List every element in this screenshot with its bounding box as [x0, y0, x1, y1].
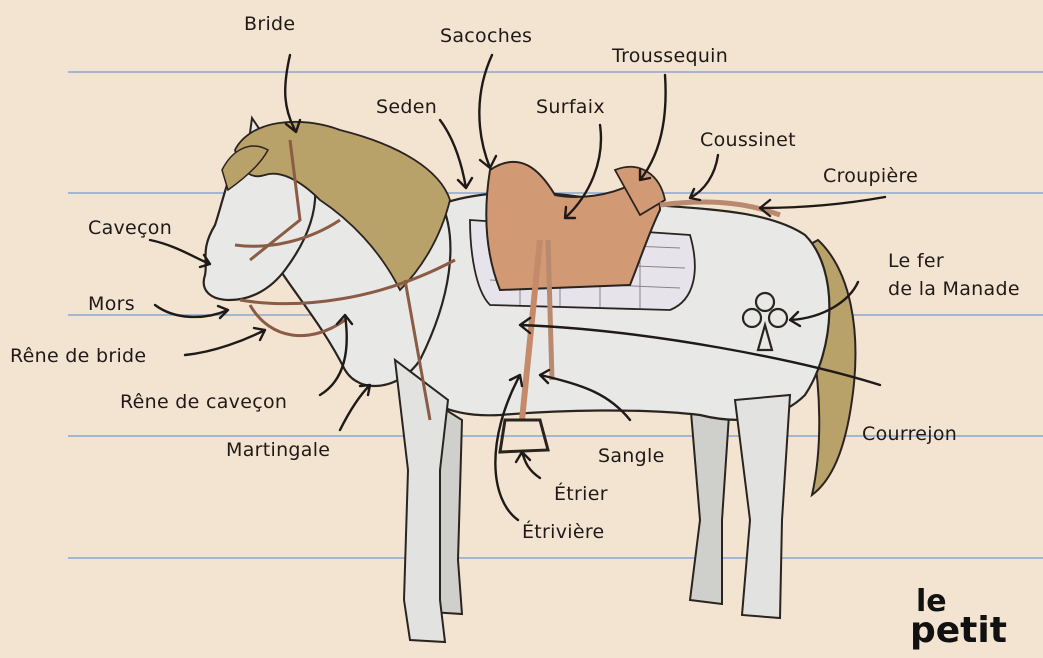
label-coussinet: Coussinet: [700, 130, 796, 151]
label-rene-de-cavecon: Rêne de caveçon: [120, 392, 287, 413]
label-sangle: Sangle: [598, 446, 665, 467]
label-surfaix: Surfaix: [536, 97, 605, 118]
label-le-fer-line1: Le fer: [888, 251, 944, 272]
label-sacoches: Sacoches: [440, 26, 532, 47]
label-seden: Seden: [376, 97, 437, 118]
label-troussequin: Troussequin: [612, 46, 728, 67]
label-etriviere: Étrivière: [522, 522, 605, 543]
horse-far-legs: [430, 400, 730, 614]
label-croupiere: Croupière: [823, 166, 918, 187]
label-mors: Mors: [88, 294, 135, 315]
label-cavecon: Caveçon: [88, 218, 172, 239]
label-martingale: Martingale: [226, 440, 330, 461]
label-bride: Bride: [244, 14, 295, 35]
label-rene-de-bride: Rêne de bride: [10, 346, 146, 367]
logo-line2: petit: [910, 615, 990, 647]
label-courrejon: Courrejon: [862, 424, 957, 445]
label-le-fer-line2: de la Manade: [888, 279, 1020, 300]
brand-logo: le petit: [910, 588, 990, 647]
label-etrier: Étrier: [554, 484, 608, 505]
